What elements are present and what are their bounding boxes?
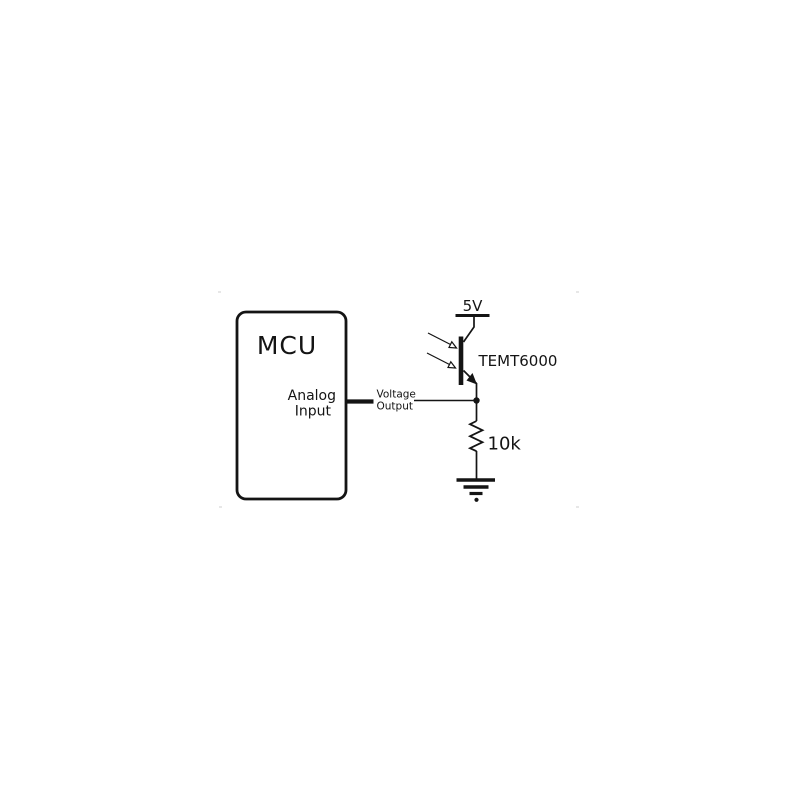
corner-speck xyxy=(218,291,221,293)
mcu-pin-label-line2: Input xyxy=(295,404,332,420)
corner-speck xyxy=(576,506,579,508)
net-label-line2: Output xyxy=(377,401,413,413)
mcu-pin-label-line1: Analog xyxy=(288,388,336,404)
collector-wire xyxy=(462,315,475,343)
resistor-label: 10k xyxy=(488,434,522,455)
light-ray-icon xyxy=(427,332,451,346)
corner-speck xyxy=(576,291,579,293)
light-ray-icon xyxy=(426,352,450,366)
corner-speck xyxy=(219,506,222,508)
light-ray-arrowhead-icon xyxy=(448,340,458,349)
phototransistor-label: TEMT6000 xyxy=(478,352,558,370)
light-ray-arrowhead-icon xyxy=(447,360,457,369)
mcu-box xyxy=(235,310,348,501)
mcu-label: MCU xyxy=(257,331,317,360)
ground-symbol-icon xyxy=(456,478,495,502)
emitter-arrowhead-icon xyxy=(466,373,477,385)
ground-dot xyxy=(474,497,479,502)
net-label-line1: Voltage xyxy=(377,389,416,401)
supply-label: 5V xyxy=(463,297,484,315)
resistor-zigzag-icon xyxy=(467,420,485,453)
